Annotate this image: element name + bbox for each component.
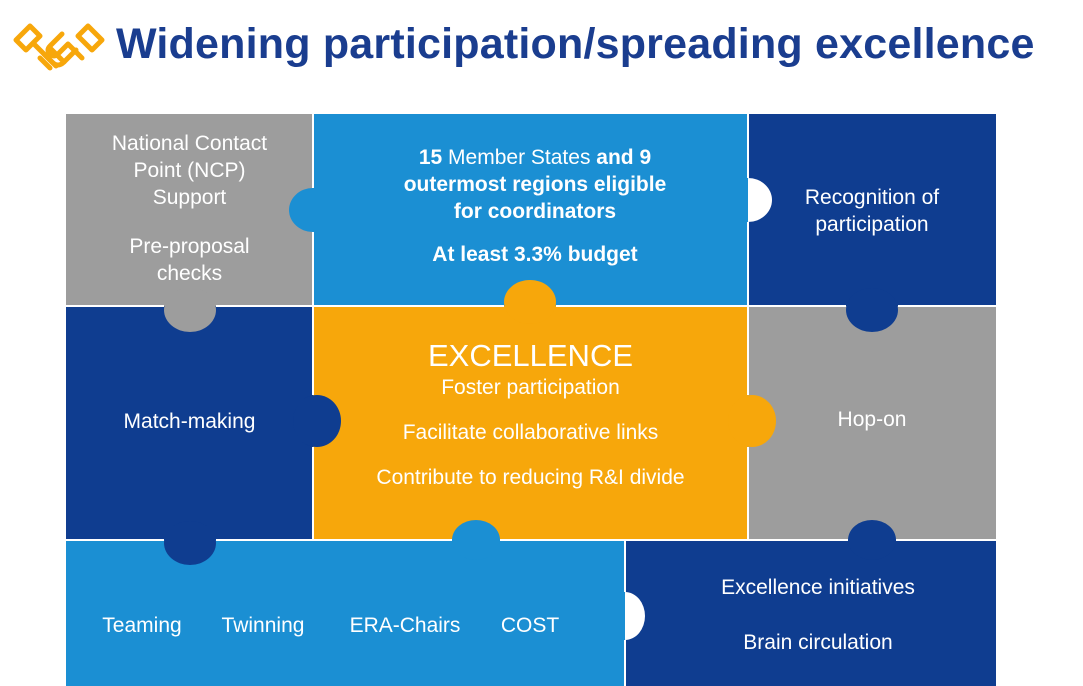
matchmaking-piece [66, 306, 313, 540]
member-states-piece [289, 114, 748, 306]
handshake-icon [13, 23, 105, 71]
ncp-knob [164, 288, 216, 332]
initiatives-line2: Brain circulation [743, 631, 893, 654]
hopon-text: Hop-on [837, 408, 907, 431]
member-states-text1: Member States [442, 146, 597, 169]
era-chairs-label: ERA-Chairs [349, 614, 461, 637]
ncp-piece [66, 114, 313, 306]
excellence-piece [313, 306, 748, 540]
excellence-heading: EXCELLENCE [427, 338, 634, 373]
recognition-line1: Recognition of [804, 186, 940, 209]
ncp-text: National Contact Point (NCP) Support Pre… [66, 130, 313, 287]
initiatives-text: Excellence initiatives Brain circulation [640, 574, 996, 656]
hopon-bottom-notch [848, 520, 896, 560]
teaming-label: Teaming [102, 614, 182, 637]
ncp-line3: Support [152, 186, 227, 209]
recognition-line2: participation [815, 213, 929, 236]
excellence-bottom-notch [452, 520, 500, 560]
page-title: Widening participation/spreading excelle… [116, 20, 1035, 68]
initiatives-line1: Excellence initiatives [721, 576, 915, 599]
ncp-line5: checks [156, 262, 223, 285]
member-states-text2: and 9 [596, 146, 652, 169]
excellence-line3: Contribute to reducing R&I divide [376, 466, 685, 489]
excellence-left-notch [293, 395, 341, 447]
member-states-line1: 15 Member States and 9 [340, 144, 730, 171]
twinning-label: Twinning [221, 614, 305, 637]
initiatives-piece [625, 540, 996, 686]
excellence-line2: Facilitate collaborative links [402, 421, 659, 444]
matchmaking-text: Match-making [123, 410, 256, 433]
recognition-knob [846, 288, 898, 332]
excellence-top-knob [504, 280, 556, 324]
ncp-line1: National Contact [111, 132, 268, 155]
member-states-line4: At least 3.3% budget [432, 243, 638, 266]
member-states-line2: outermost regions eligible [403, 173, 667, 196]
ncp-line2: Point (NCP) [133, 159, 246, 182]
member-states-text: 15 Member States and 9 outermost regions… [340, 144, 730, 268]
member-states-num: 15 [418, 146, 443, 169]
hopon-piece [748, 306, 996, 540]
excellence-right-knob [728, 395, 776, 447]
recognition-text: Recognition of participation [748, 184, 996, 238]
ncp-line4: Pre-proposal [129, 235, 250, 258]
excellence-text: EXCELLENCE Foster participation Facilita… [313, 338, 748, 491]
excellence-line1: Foster participation [441, 376, 620, 399]
title-row: Widening participation/spreading excelle… [0, 0, 1083, 100]
cost-label: COST [500, 614, 560, 637]
recognition-piece [748, 114, 996, 306]
matchmaking-knob [164, 521, 216, 565]
member-states-line3: for coordinators [453, 200, 617, 223]
programmes-piece [66, 540, 625, 686]
